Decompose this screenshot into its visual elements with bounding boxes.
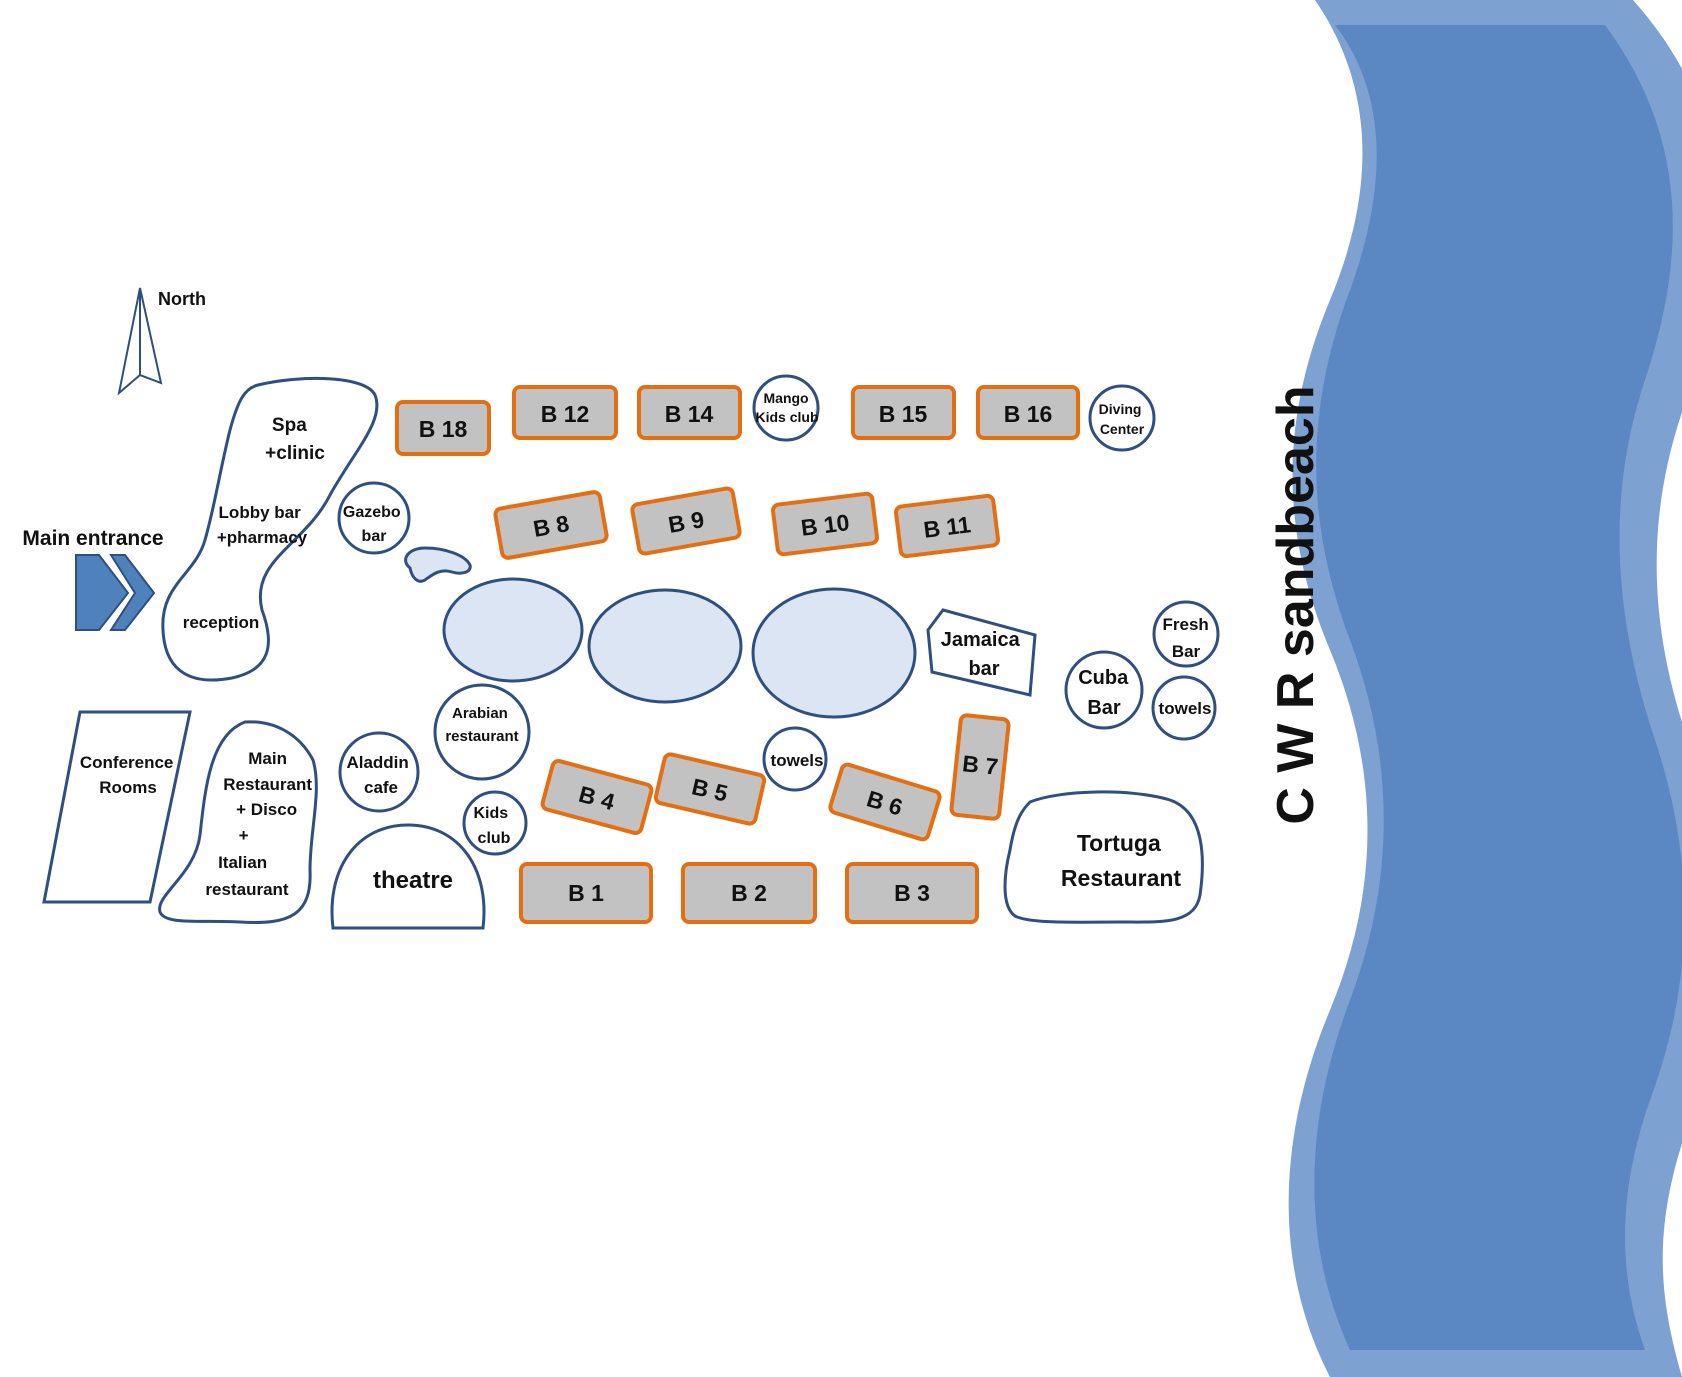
building-b15[interactable]: B 15: [851, 385, 956, 440]
diving-center-label: Diving Center: [1099, 401, 1146, 437]
main-restaurant-label: Main Restaurant + Disco + Italian restau…: [205, 749, 316, 899]
svg-text:B 2: B 2: [731, 880, 767, 906]
building-b5[interactable]: B 5: [653, 752, 767, 826]
svg-text:B 14: B 14: [665, 401, 714, 427]
svg-text:B 11: B 11: [922, 511, 972, 543]
aladdin-cafe: [338, 731, 420, 813]
gazebo-bar-label: Gazebo bar: [343, 504, 405, 545]
building-b11[interactable]: B 11: [894, 493, 1000, 559]
svg-text:B 16: B 16: [1004, 401, 1053, 427]
lobby-bar-label: Lobby bar +pharmacy: [217, 503, 308, 547]
building-b8[interactable]: B 8: [493, 490, 609, 560]
tortuga-restaurant: [1003, 790, 1204, 924]
theatre: [330, 823, 486, 930]
spa-label: Spa +clinic: [265, 415, 325, 464]
mango-kids-club: [752, 374, 820, 442]
pool-3: [751, 587, 917, 719]
building-b4[interactable]: B 4: [540, 759, 654, 835]
building-b12[interactable]: B 12: [512, 385, 618, 440]
cuba-bar: [1064, 650, 1144, 730]
jamaica-bar-label: Jamaica bar: [941, 629, 1026, 680]
building-b14[interactable]: B 14: [637, 385, 742, 440]
building-b7[interactable]: B 7: [949, 713, 1011, 821]
arabian-restaurant: [433, 683, 531, 781]
building-b3[interactable]: B 3: [845, 862, 979, 924]
tortuga-restaurant-label: Tortuga Restaurant: [1061, 830, 1181, 891]
pool-1: [442, 577, 584, 683]
pool-2: [587, 588, 743, 704]
diving-center: [1088, 384, 1156, 452]
small-pool: [404, 546, 472, 583]
towels-pool: [762, 726, 828, 792]
kids-club: [462, 790, 528, 856]
fresh-bar-label: Fresh Bar: [1162, 615, 1213, 661]
svg-text:B 12: B 12: [541, 401, 590, 427]
svg-text:B 18: B 18: [419, 416, 468, 442]
spa-lobby-reception-area: [161, 376, 379, 682]
north-arrow-icon: [117, 287, 163, 396]
towels-beach-label: towels: [1159, 699, 1212, 718]
building-b1[interactable]: B 1: [519, 862, 653, 924]
svg-text:B 15: B 15: [879, 401, 928, 427]
svg-text:B 3: B 3: [894, 880, 930, 906]
svg-text:B 8: B 8: [531, 510, 571, 542]
jamaica-bar: [926, 608, 1037, 697]
north-label: North: [158, 289, 206, 309]
conference-rooms-label: Conference Rooms: [80, 753, 178, 797]
main-restaurant: [158, 720, 318, 924]
building-b2[interactable]: B 2: [681, 862, 817, 924]
main-entrance-label: Main entrance: [22, 527, 163, 550]
building-b18[interactable]: B 18: [395, 400, 491, 456]
sea: [1288, 0, 1682, 1377]
theatre-label: theatre: [373, 867, 453, 894]
beach-label: C W R sandbeach: [1267, 385, 1325, 824]
aladdin-cafe-label: Aladdin cafe: [346, 753, 413, 797]
towels-pool-label: towels: [771, 751, 824, 770]
building-b10[interactable]: B 10: [771, 491, 879, 557]
building-b16[interactable]: B 16: [976, 385, 1080, 440]
gazebo-bar: [337, 481, 411, 555]
conference-rooms: [42, 710, 192, 904]
svg-text:B 7: B 7: [961, 750, 999, 780]
arabian-restaurant-label: Arabian restaurant: [445, 705, 518, 745]
cuba-bar-label: Cuba Bar: [1078, 667, 1134, 719]
kids-club-label: Kids club: [473, 805, 512, 847]
building-b6[interactable]: B 6: [828, 762, 942, 842]
entrance-chevron-icon: [75, 554, 156, 631]
svg-text:B 10: B 10: [799, 509, 850, 541]
reception-label: reception: [183, 613, 260, 632]
building-b9[interactable]: B 9: [630, 486, 742, 556]
svg-text:B 1: B 1: [568, 880, 604, 906]
svg-text:B 9: B 9: [666, 506, 706, 538]
towels-beach: [1151, 675, 1217, 741]
fresh-bar: [1152, 600, 1220, 668]
mango-kids-club-label: Mango Kids club: [755, 390, 818, 425]
